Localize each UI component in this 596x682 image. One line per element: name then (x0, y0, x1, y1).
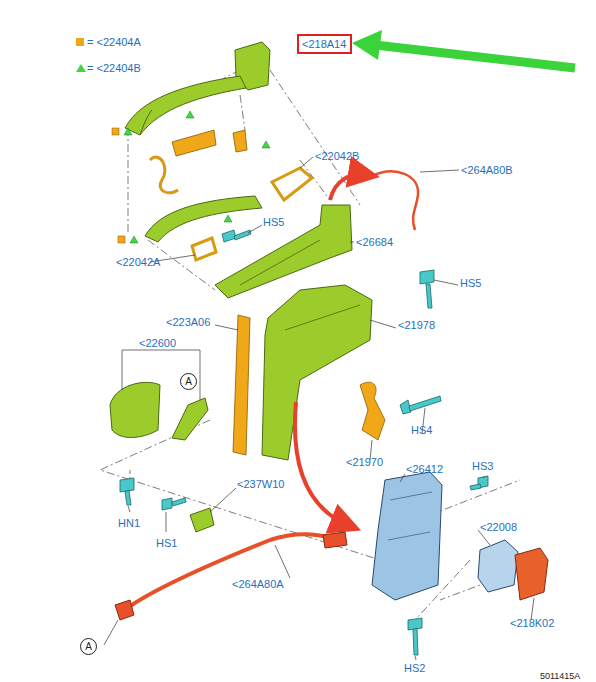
callout-number: <26412 (406, 463, 443, 476)
callout-number: <264A80A (232, 578, 284, 591)
callout-number: HS5 (263, 216, 284, 229)
callout-number: <21978 (398, 319, 435, 332)
legend-swatch (76, 38, 84, 46)
callout-number: <264A80B (461, 164, 513, 177)
callout-number: HS1 (156, 537, 177, 550)
legend-triangle (76, 63, 86, 73)
callout-number: <22008 (480, 521, 517, 534)
callout-number: <218K02 (510, 617, 554, 630)
callout-number: <22042A (116, 256, 160, 269)
callout-number: HS5 (460, 277, 481, 290)
callout-number: <22600 (139, 337, 176, 350)
callout-number: <21970 (346, 456, 383, 469)
callout-number: HS3 (472, 460, 493, 473)
legend-text: = <22404A (87, 36, 141, 49)
callout-box: <218A14 (297, 34, 352, 54)
legend-text: = <22404B (87, 62, 141, 75)
callout-number: <218A14 (302, 37, 347, 51)
callout-number: HN1 (118, 517, 140, 530)
callout-number: HS2 (404, 662, 425, 675)
callout-number: <26684 (356, 236, 393, 249)
figure-number: 5011415A (540, 670, 580, 682)
callout-number: HS4 (411, 424, 432, 437)
reference-circle: A (80, 638, 97, 655)
callout-number: <22042B (315, 150, 359, 163)
callout-number: <223A06 (166, 316, 210, 329)
callout-number: <237W10 (237, 478, 284, 491)
reference-circle: A (180, 373, 197, 390)
